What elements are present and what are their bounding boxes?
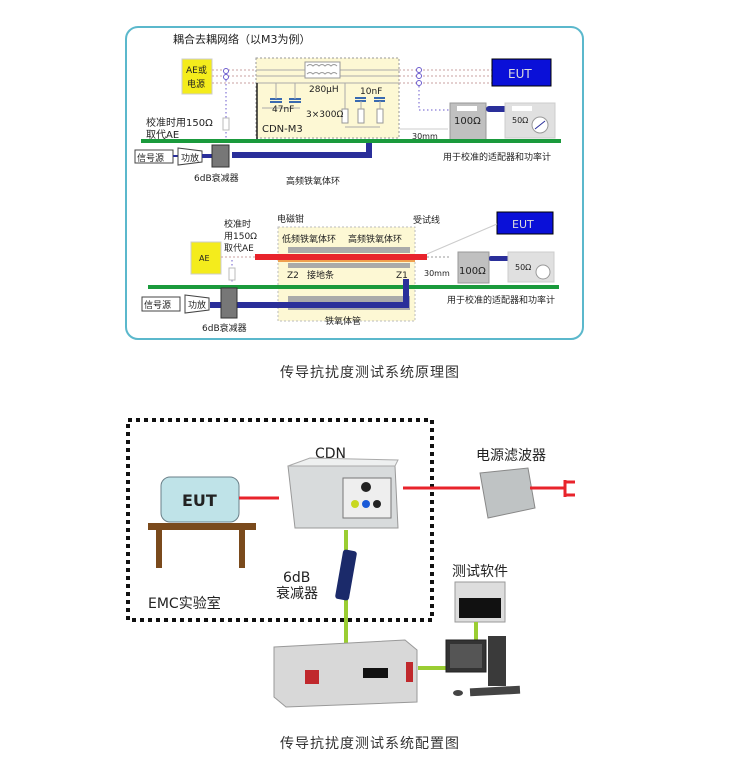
power-filter-label: 电源滤波器 [476, 448, 546, 464]
low-freq-ring-label: 低频铁氧体环 [282, 233, 336, 245]
inductor-label: 280μH [309, 85, 339, 95]
eut-label-clamp: EUT [512, 218, 534, 231]
adapter-meter-note-clamp: 用于校准的适配器和功率计 [447, 294, 555, 306]
principle-diagram: 耦合去耦网络（以M3为例） AE或 电源 校准时用150Ω 取代AE 280μH… [125, 26, 584, 340]
signal-source-top-label: 信号源 [137, 152, 164, 164]
cdn-section-title: 耦合去耦网络（以M3为例） [173, 32, 311, 46]
emc-lab-boundary [126, 418, 434, 622]
power-meter-50ohm-clamp-label: 50Ω [515, 263, 531, 272]
clamp-calibration-note-1: 校准时 [224, 218, 251, 230]
high-freq-ring-label: 高频铁氧体环 [348, 233, 402, 245]
table-leg-left [156, 530, 162, 568]
pc-tower [488, 636, 506, 686]
software-label: 测试软件 [452, 564, 508, 580]
ae-box-clamp [190, 241, 222, 275]
eut-box-top [491, 58, 552, 87]
attenuator-clamp [220, 287, 238, 319]
cable-under-test-label: 受试线 [413, 214, 440, 226]
lab-label: EMC实验室 [148, 595, 221, 612]
ae-clamp-label: AE [199, 254, 210, 263]
ground-plane-top [141, 139, 561, 143]
cap-47nf-label: 47nF [272, 105, 294, 115]
cap-10nf-label: 10nF [360, 87, 382, 97]
table-leg-right [239, 530, 245, 568]
attenuator-device [335, 549, 357, 601]
distance-label-clamp: 30mm [424, 269, 450, 278]
cable-under-test [255, 254, 427, 260]
power-filter-device [479, 467, 536, 519]
ground-strip-label: 接地条 [307, 269, 334, 281]
attenuator-clamp-label: 6dB衰减器 [202, 322, 247, 334]
principle-diagram-caption: 传导抗扰度测试系统原理图 [280, 365, 460, 381]
table-top [148, 523, 256, 530]
resistor-label: 3×300Ω [306, 110, 343, 120]
coax-link-top [486, 106, 510, 112]
configuration-diagram-caption: 传导抗扰度测试系统配置图 [280, 736, 460, 752]
eut-label-top: EUT [508, 67, 532, 81]
clamp-title: 电磁钳 [277, 213, 304, 225]
coax-cable-top [232, 143, 372, 158]
attenuator-top-label: 6dB衰减器 [194, 172, 239, 184]
calibration-note-2: 取代AE [146, 129, 179, 141]
signal-source-clamp [141, 296, 181, 312]
amplifier-top [177, 147, 203, 166]
ae-power-label-2: 电源 [187, 78, 205, 90]
ae-power-label-1: AE或 [186, 64, 207, 76]
ferrite-tube-label: 铁氧体管 [325, 315, 361, 327]
calibration-note-1: 校准时用150Ω [146, 116, 213, 129]
clamp-calibration-note-2: 用150Ω [224, 231, 257, 242]
clamp-calibration-note-3: 取代AE [224, 243, 254, 254]
eut-label-config: EUT [182, 491, 217, 510]
connector-nodes [223, 67, 422, 86]
power-plug-icon [563, 480, 575, 497]
pc-keyboard [469, 685, 521, 697]
generator-display [363, 668, 388, 678]
ground-plane-clamp [148, 285, 559, 289]
distance-label-top: 30mm [412, 132, 438, 141]
eut-box-clamp [496, 211, 554, 235]
pc-mouse [453, 690, 463, 696]
adapter-meter-note-top: 用于校准的适配器和功率计 [443, 151, 551, 163]
z2-label: Z2 [287, 271, 299, 281]
attenuator-top [211, 144, 230, 168]
z1-label: Z1 [396, 271, 408, 281]
signal-generator-device [273, 639, 418, 708]
attenuator-label-1: 6dB [283, 570, 310, 586]
resistors-3x300 [341, 108, 384, 124]
signal-source-clamp-label: 信号源 [144, 299, 171, 311]
attenuator-label-2: 衰减器 [276, 585, 318, 602]
adapter-100ohm-clamp [457, 251, 490, 284]
calibration-resistor [222, 117, 230, 131]
amplifier-clamp-label: 功放 [188, 299, 206, 311]
cdn-knob-icon [361, 482, 371, 492]
adapter-100ohm-label: 100Ω [454, 116, 481, 127]
power-meter-50ohm-label: 50Ω [512, 116, 528, 125]
amplifier-top-label: 功放 [181, 152, 199, 164]
power-meter-clamp-dial-icon [535, 264, 551, 280]
amplifier-clamp [184, 294, 210, 314]
adapter-100ohm-clamp-label: 100Ω [459, 266, 486, 277]
ferrite-ring-label: 高频铁氧体环 [286, 175, 340, 187]
configuration-diagram: EMC实验室 EUT CDN 电源滤波器 6dB 衰减器 测试软件 [126, 418, 575, 708]
cdn-m3-label: CDN-M3 [262, 124, 303, 135]
coax-cable-clamp [210, 279, 409, 308]
